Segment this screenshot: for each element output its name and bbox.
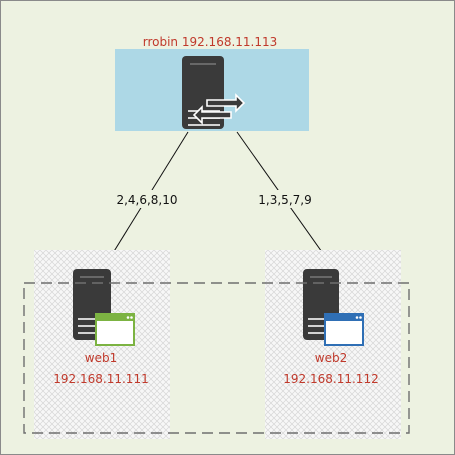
server-group-outline: [23, 282, 410, 434]
edge-web2: 1,3,5,7,9: [236, 131, 330, 263]
edge-label-web1: 2,4,6,8,10: [116, 193, 177, 207]
edge-web1: 2,4,6,8,10: [107, 131, 189, 262]
server-web-icon: [73, 269, 135, 346]
edge-label-web2: 1,3,5,7,9: [258, 193, 311, 207]
web2-ip: 192.168.11.112: [283, 372, 378, 386]
balancer-label: rrobin 192.168.11.113: [143, 35, 278, 49]
web2-name: web2: [315, 351, 347, 365]
server-balancer-icon: [182, 56, 246, 129]
web1-name: web1: [85, 351, 117, 365]
web1-node[interactable]: web1 192.168.11.111: [34, 250, 170, 439]
balancer-node[interactable]: rrobin 192.168.11.113: [115, 35, 309, 131]
server-web-icon: [303, 269, 364, 346]
web2-node[interactable]: web2 192.168.11.112: [265, 250, 401, 439]
web1-ip: 192.168.11.111: [53, 372, 148, 386]
